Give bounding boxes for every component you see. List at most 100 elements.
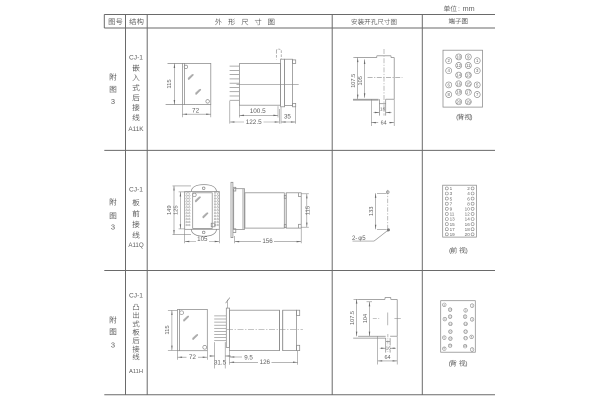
svg-text:): ) <box>465 360 467 367</box>
svg-text:19: 19 <box>450 232 456 237</box>
svg-text:9: 9 <box>467 54 470 59</box>
svg-text:4: 4 <box>467 191 470 196</box>
svg-text:17: 17 <box>464 336 467 340</box>
svg-text:(: ( <box>449 360 452 367</box>
svg-text:125: 125 <box>174 205 180 215</box>
svg-text:(: ( <box>456 114 459 121</box>
svg-text:12: 12 <box>465 212 471 217</box>
svg-text:16: 16 <box>449 330 452 334</box>
svg-text:11: 11 <box>450 212 455 217</box>
svg-text:14: 14 <box>456 73 461 78</box>
svg-text:): ) <box>470 114 472 121</box>
svg-text:64: 64 <box>385 355 391 361</box>
svg-text:10: 10 <box>456 54 461 59</box>
svg-text:14: 14 <box>449 322 452 326</box>
svg-text:CJ-1: CJ-1 <box>129 54 143 61</box>
svg-text:4: 4 <box>448 68 451 73</box>
svg-text:1: 1 <box>450 186 453 191</box>
svg-text:6: 6 <box>467 196 470 201</box>
svg-text:14: 14 <box>465 217 471 222</box>
svg-text:104: 104 <box>363 314 369 323</box>
svg-text:3: 3 <box>111 97 115 106</box>
svg-text:15: 15 <box>450 222 456 227</box>
svg-text:72: 72 <box>192 108 200 115</box>
svg-text:2: 2 <box>467 186 470 191</box>
svg-text:20: 20 <box>465 232 471 237</box>
svg-text:A11Q: A11Q <box>128 242 144 249</box>
svg-text:2-: 2- <box>352 236 357 242</box>
svg-text:8: 8 <box>467 201 470 206</box>
svg-text:11: 11 <box>466 63 471 68</box>
svg-text:(: ( <box>449 247 452 254</box>
svg-text:16: 16 <box>456 81 461 86</box>
svg-text:17: 17 <box>450 227 456 232</box>
svg-text:16: 16 <box>386 345 391 350</box>
svg-text:18: 18 <box>465 227 471 232</box>
svg-text:8: 8 <box>444 347 446 351</box>
svg-text:A11H: A11H <box>129 369 143 375</box>
svg-text:10: 10 <box>465 207 471 212</box>
svg-text:19: 19 <box>466 99 471 104</box>
svg-text:3: 3 <box>471 317 473 321</box>
svg-text:13: 13 <box>464 322 467 326</box>
svg-text:20: 20 <box>449 344 452 348</box>
svg-text:12: 12 <box>449 315 452 319</box>
svg-text:9: 9 <box>465 308 467 312</box>
svg-text:115: 115 <box>306 206 312 215</box>
svg-text:105: 105 <box>197 236 208 243</box>
svg-text:35: 35 <box>284 113 291 120</box>
svg-text:19: 19 <box>464 344 467 348</box>
svg-text:9: 9 <box>450 207 453 212</box>
svg-text:5: 5 <box>471 335 473 339</box>
svg-text:107.5: 107.5 <box>350 311 356 325</box>
svg-text:8: 8 <box>448 92 451 97</box>
svg-text:5: 5 <box>476 82 479 87</box>
svg-text:4: 4 <box>444 317 446 321</box>
svg-text:3: 3 <box>111 341 115 350</box>
svg-text:9.5: 9.5 <box>244 354 253 361</box>
svg-text:3: 3 <box>450 191 453 196</box>
svg-text:3: 3 <box>111 222 115 231</box>
svg-text:16: 16 <box>465 222 471 227</box>
svg-text:31.5: 31.5 <box>214 360 227 367</box>
svg-text:13: 13 <box>466 73 471 78</box>
svg-text:122.5: 122.5 <box>246 119 262 126</box>
svg-text:15: 15 <box>464 330 467 334</box>
svg-text:6: 6 <box>448 82 451 87</box>
svg-text:13: 13 <box>450 217 456 222</box>
svg-text:7: 7 <box>450 201 453 206</box>
svg-text:126: 126 <box>260 359 271 366</box>
svg-text:72: 72 <box>189 354 197 361</box>
svg-text:A11K: A11K <box>128 126 144 133</box>
svg-text:7: 7 <box>476 92 479 97</box>
svg-text:100.5: 100.5 <box>250 108 266 115</box>
svg-text:11: 11 <box>464 315 467 319</box>
svg-text:105: 105 <box>358 76 364 85</box>
svg-text:5: 5 <box>450 196 453 201</box>
svg-text:12: 12 <box>456 63 461 68</box>
svg-text:): ) <box>465 247 467 254</box>
svg-text:1: 1 <box>471 304 473 308</box>
svg-text:CJ-1: CJ-1 <box>129 292 143 299</box>
svg-text:20: 20 <box>456 99 461 104</box>
svg-text:2: 2 <box>444 303 446 307</box>
svg-text:2: 2 <box>448 58 451 63</box>
svg-text:107.5: 107.5 <box>351 74 357 88</box>
svg-text:18: 18 <box>456 90 461 95</box>
svg-text:18: 18 <box>449 337 452 341</box>
svg-text:15: 15 <box>466 81 471 86</box>
svg-text:16: 16 <box>380 106 386 111</box>
svg-text:133: 133 <box>369 206 375 216</box>
svg-text:φ5: φ5 <box>358 236 366 242</box>
svg-text:7: 7 <box>471 348 473 352</box>
svg-text:mm: mm <box>463 4 475 13</box>
svg-text:156: 156 <box>262 238 273 245</box>
svg-text:115: 115 <box>165 325 171 334</box>
svg-text:1: 1 <box>476 58 479 63</box>
svg-text:CJ-1: CJ-1 <box>129 186 143 193</box>
svg-text:17: 17 <box>466 90 471 95</box>
svg-text:6: 6 <box>444 336 446 340</box>
svg-text::: : <box>458 6 460 13</box>
svg-text:149: 149 <box>167 205 173 215</box>
svg-text:3: 3 <box>476 68 479 73</box>
